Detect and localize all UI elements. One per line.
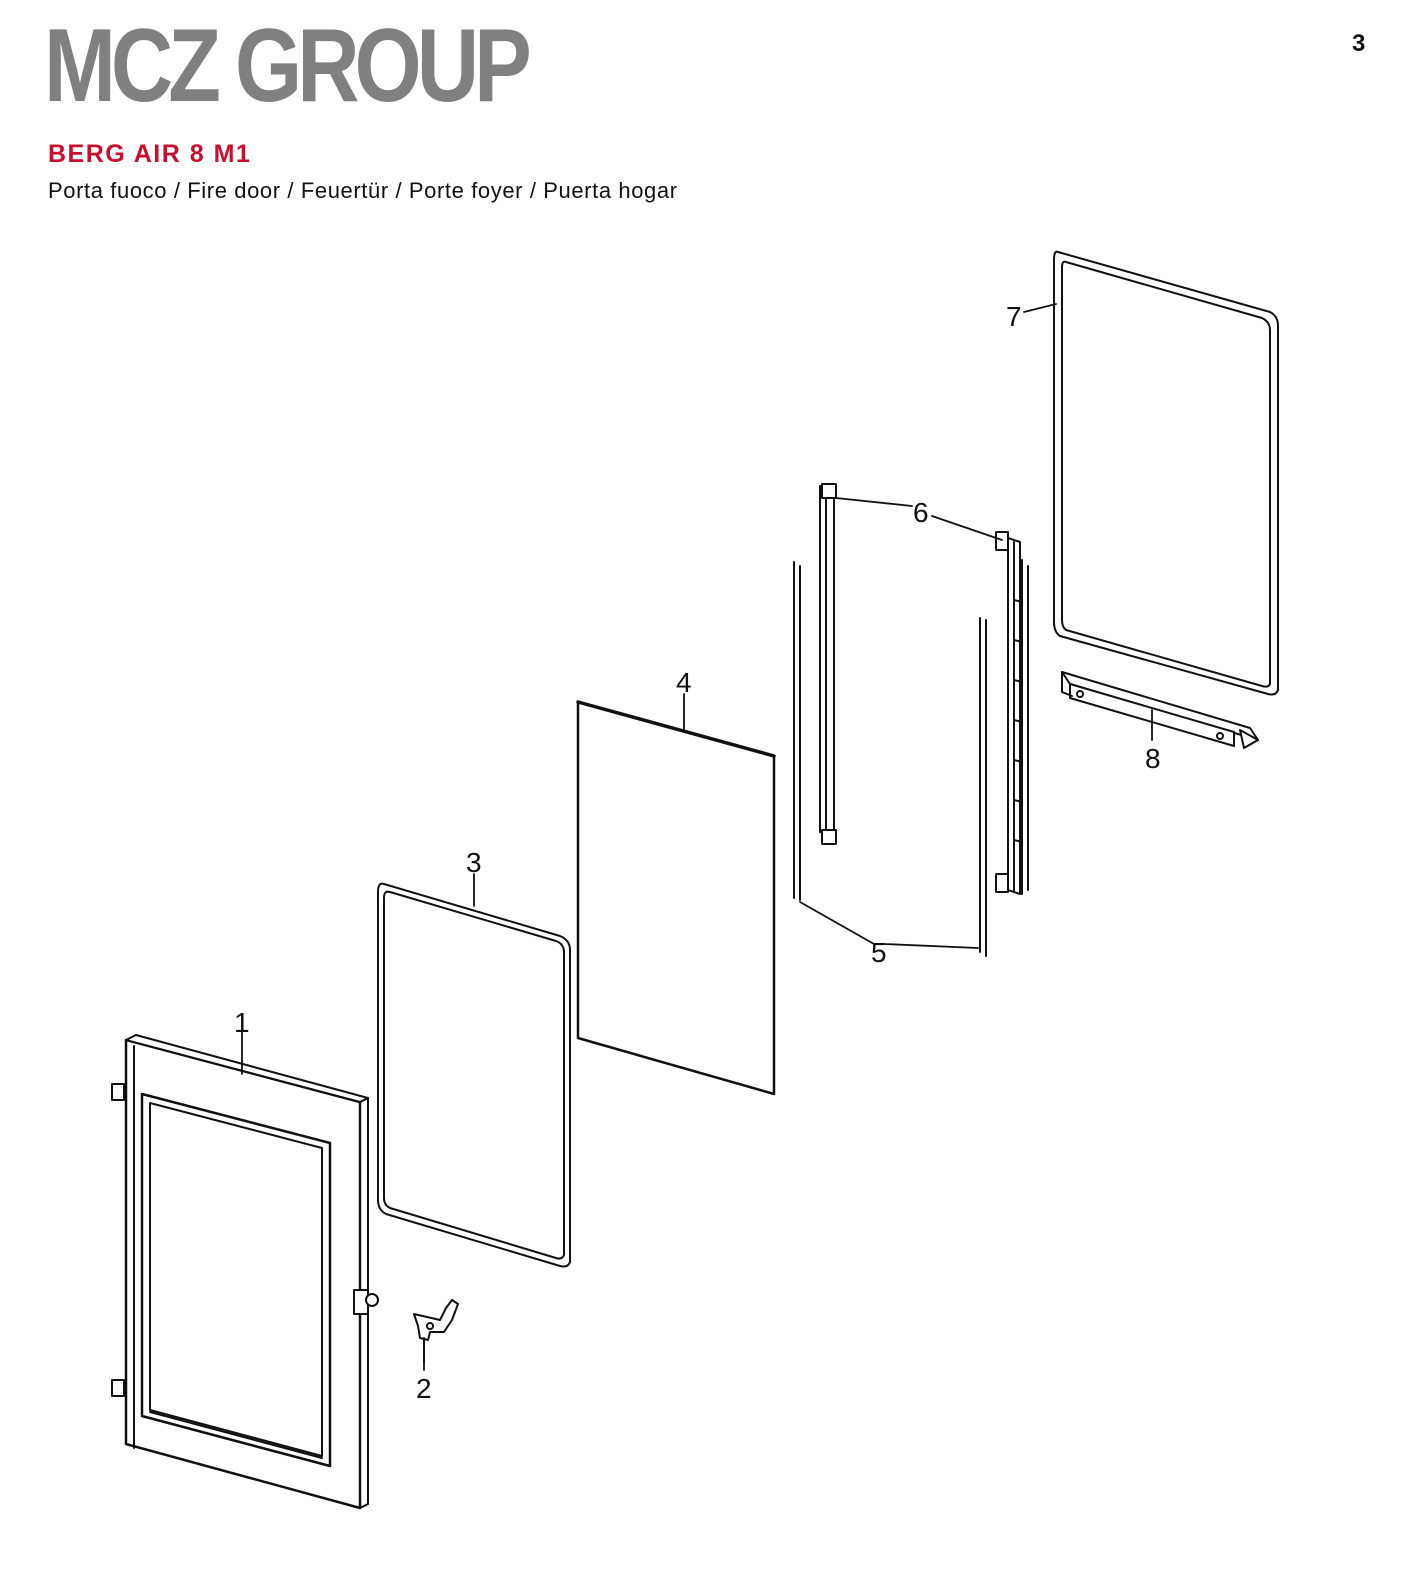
callout-labels: 1 2 3 4 5 6 7 8 [234,301,1161,1404]
callout-4: 4 [676,667,692,698]
part-1-door-frame [111,1034,379,1510]
callout-2: 2 [416,1373,432,1404]
part-4-glass [576,700,776,1096]
page-subtitle: Porta fuoco / Fire door / Feuertür / Por… [48,178,678,203]
callout-6: 6 [913,497,929,528]
callout-8: 8 [1145,743,1161,774]
callout-7: 7 [1006,301,1022,332]
callout-5: 5 [871,937,887,968]
part-6-brackets [819,483,1029,895]
page-number: 3 [1352,30,1366,57]
part-3-gasket [377,882,571,1268]
part-7-rear-frame [1053,250,1279,696]
callout-1: 1 [234,1007,250,1038]
leader-lines [241,303,1153,1371]
model-title: BERG AIR 8 M1 [48,140,252,168]
part-2-latch [413,1299,459,1363]
brand-logo: MCZ GROUP [44,8,532,124]
part-5-seal-strips [793,561,987,957]
callout-3: 3 [466,847,482,878]
